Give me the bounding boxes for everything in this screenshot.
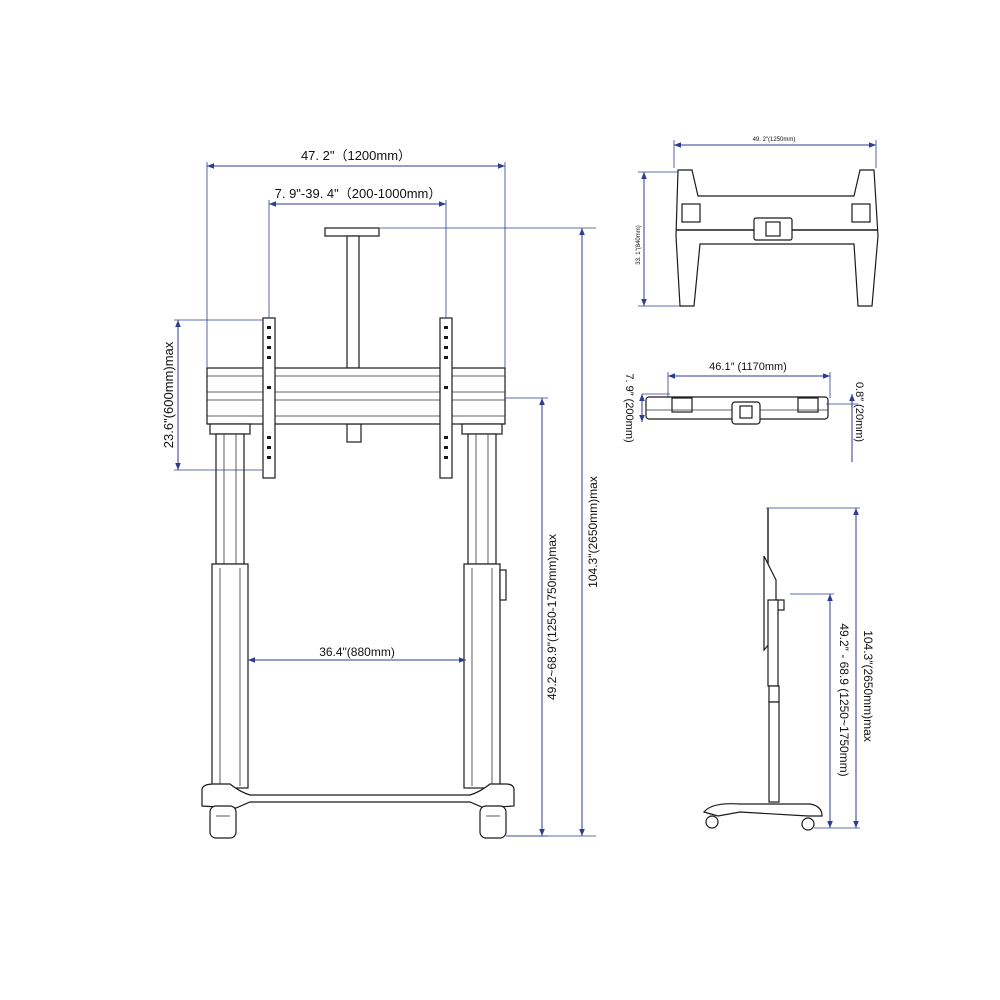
side-total-height-label: 104.3″(2650mm)max (861, 630, 875, 742)
right-column-top (461, 423, 503, 435)
left-wheel (209, 805, 237, 839)
top-depth-label: 33. 1"(840mm) (636, 225, 642, 264)
side-view-column-upper (767, 599, 779, 687)
overall-width-label: 47. 2"（1200mm） (301, 148, 411, 163)
screen-height-label: 49.2~68.9"(1250-1750mm)max (545, 534, 559, 700)
top-view-left-clamp (681, 203, 701, 223)
front-dimensions (174, 162, 596, 837)
top-pole-cap (324, 227, 380, 237)
right-column-lower (463, 563, 501, 789)
left-column-lower (211, 563, 249, 789)
top-dimensions (638, 140, 877, 307)
side-view-base (702, 803, 823, 817)
side-dimensions (766, 507, 860, 829)
top-pole (346, 235, 360, 369)
top-view-right-clamp (851, 203, 871, 223)
bottom-dimensions (639, 372, 858, 462)
top-width-label: 49. 2"(1250mm) (753, 137, 796, 143)
right-wheel (479, 805, 507, 839)
left-column-upper (215, 433, 245, 565)
vesa-height-label: 23.6"(600mm)max (161, 341, 176, 448)
side-screen-height-label: 49.2″ - 68.9 (1250~1750mm) (837, 623, 851, 776)
bottom-right-offset-label: 0.8″ (20mm) (853, 382, 865, 442)
vesa-bracket-left (262, 317, 276, 479)
vesa-bracket-right (439, 317, 453, 479)
side-view-rear-wheel (801, 817, 815, 831)
bottom-width-label: 46.1″ (1170mm) (709, 361, 787, 373)
bottom-left-offset-label: 7. 9″ (200mm) (623, 373, 635, 442)
right-column-upper (467, 433, 497, 565)
vesa-range-label: 7. 9"-39. 4"（200-1000mm） (275, 186, 442, 201)
left-column-top (209, 423, 251, 435)
front-view (201, 227, 515, 839)
pole-connector (346, 423, 362, 443)
base-frame (201, 783, 515, 809)
column-side-box (499, 569, 507, 601)
total-height-label: 104.3"(2650mm)max (586, 476, 600, 588)
bottom-view (645, 396, 829, 425)
base-width-label: 36.4"(880mm) (319, 645, 395, 659)
top-view (675, 169, 879, 307)
side-view-front-wheel (705, 815, 719, 829)
side-view-column-lower (768, 701, 780, 803)
side-view-column-joint (768, 685, 780, 703)
bottom-view-right-clamp (797, 397, 819, 413)
bottom-power-socket-icon (739, 405, 753, 419)
bottom-view-left-clamp (671, 397, 693, 413)
side-view (702, 508, 823, 831)
power-socket-icon (765, 221, 781, 237)
crossbar (206, 367, 506, 425)
